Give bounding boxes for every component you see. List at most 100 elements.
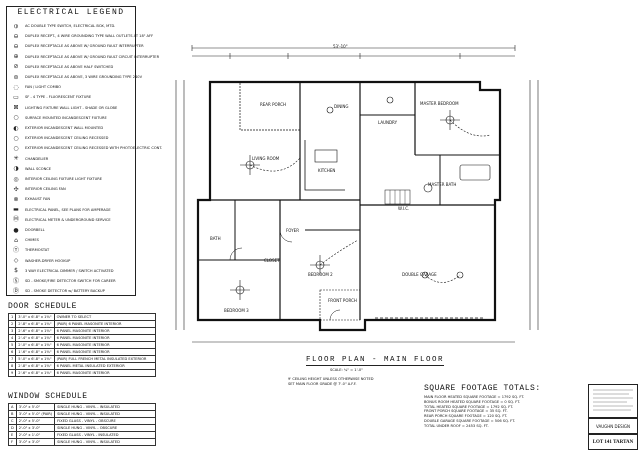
legend-item-label: SF - 4 TYPE - FLUORESCENT FIXTURE xyxy=(25,95,92,100)
pendant-light-icon: ◎ xyxy=(13,175,19,183)
legend-item-label: 3 WAY ELECTRICAL DIMMER / SWITCH ACTIVAT… xyxy=(25,268,114,273)
legend-item: ◌FAN / LIGHT COMBO xyxy=(11,84,61,91)
legend-item-label: INTERIOR CEILING FIXTURE LIGHT FIXTURE xyxy=(25,177,103,182)
legend-item-label: DOORBELL xyxy=(25,228,45,233)
room-label-master-bath: MASTER BATH xyxy=(428,182,457,187)
schedule-mark: 7 xyxy=(7,355,17,363)
schedule-description: 6 PANEL MASONITE INTERIOR xyxy=(53,348,156,356)
square-footage-line: FRONT PORCH SQUARE FOOTAGE = 35 SQ. FT. xyxy=(424,409,508,414)
square-footage-line: TOTAL HEATED SQUARE FOOTAGE = 1792 SQ. F… xyxy=(424,404,514,409)
schedule-size: 2'-8" x 6'-8" x 1⅜" xyxy=(15,362,55,370)
floor-plan-drawing xyxy=(175,45,539,343)
exterior-light-icon: ◐ xyxy=(13,124,19,132)
schedule-size: 2'-0" x 6'-8" x 1⅜" xyxy=(15,341,55,349)
legend-item: ◇WASHER-DRYER HOOKUP xyxy=(11,258,71,265)
legend-item: ▭SF - 4 TYPE - FLUORESCENT FIXTURE xyxy=(11,94,91,101)
legend-item-label: INTERIOR CEILING FAN xyxy=(25,187,66,192)
legend-item: ▬ELECTRICAL PANEL, SEE PLANS FOR AMPERAG… xyxy=(11,207,111,214)
room-label-kitchen: KITCHEN xyxy=(318,168,336,173)
room-label-double-garage: DOUBLE GARAGE xyxy=(402,272,437,277)
schedule-size: 2'-0" x 1'-0" xyxy=(15,431,56,439)
schedule-size: 2'-0" x 3'-0" xyxy=(15,424,56,432)
room-label-living-room: LIVING ROOM xyxy=(252,156,280,161)
waterproof-outlet-icon: ⊕ xyxy=(13,53,19,61)
room-label-bedroom-2: BEDROOM 2 xyxy=(308,272,333,277)
legend-title: ELECTRICAL LEGEND xyxy=(17,8,125,17)
title-block-notes-lines xyxy=(593,389,633,411)
legend-item: ⊜DUPLEX RECEPTACLE AS ABOVE, 3 WIRE GROU… xyxy=(11,74,142,81)
schedule-mark: 9 xyxy=(7,369,17,377)
legend-item: ⊘DUPLEX RECEPTACLE AS ABOVE HALF SWITCHE… xyxy=(11,64,113,71)
wall-sconce-icon: ◑ xyxy=(13,165,19,173)
battery-icon: Ⓓ xyxy=(12,287,19,295)
room-label-wic: W.I.C. xyxy=(398,206,410,211)
legend-item: ⊖DUPLEX RECEPT., 4 WIRE GROUNDING TYPE W… xyxy=(11,33,153,40)
chandelier-icon: ✳ xyxy=(13,155,19,163)
room-label-bedroom-3: BEDROOM 3 xyxy=(224,308,249,313)
legend-item: ○EXTERIOR INCANDESCENT CEILING RECESSED xyxy=(11,135,108,142)
schedule-description: 6 PANEL MASONITE INTERIOR xyxy=(53,327,156,335)
legend-item: ⊕ DUPLEX RECEPTACLE AS ABOVE W/ GROUND FA… xyxy=(11,54,159,61)
legend-item: ⌂CHIMES xyxy=(11,237,39,244)
light-fixture-icon: ⊠ xyxy=(13,104,19,112)
schedule-mark: C xyxy=(8,417,17,425)
legend-item: $3 WAY ELECTRICAL DIMMER / SWITCH ACTIVA… xyxy=(11,267,114,275)
legend-item: ◑WALL SCONCE xyxy=(11,166,51,173)
meter-icon: Ⓜ xyxy=(12,216,19,224)
electrical-legend: ELECTRICAL LEGEND ⦶AC DOUBLE TYPE SWITCH… xyxy=(6,6,162,296)
schedule-mark: 6 xyxy=(7,348,17,356)
legend-item-label: SURFACE MOUNTED INCANDESCENT FIXTURE xyxy=(25,115,107,120)
schedule-size: 3'-0" x 5'-0" (PAIR) xyxy=(15,410,56,418)
schedule-mark: 3 xyxy=(7,327,17,335)
chime-icon: ⌂ xyxy=(14,236,18,244)
schedule-mark: A xyxy=(8,403,17,411)
ceiling-fan-icon: ✣ xyxy=(13,185,19,193)
schedule-mark: 2 xyxy=(7,320,17,328)
schedule-description: SINGLE HUNG - VINYL - INSULATED xyxy=(54,410,157,418)
square-footage-title: SQUARE FOOTAGE TOTALS: xyxy=(424,384,541,393)
thermostat-icon: Ⓣ xyxy=(12,246,19,254)
duplex-outlet-icon: ⦶ xyxy=(13,22,19,30)
schedule-size: 3'-0" x 5'-0" xyxy=(15,403,56,411)
square-footage-line: TOTAL UNDER ROOF = 2453 SQ. FT. xyxy=(424,423,489,428)
door-schedule-title: DOOR SCHEDULE xyxy=(8,302,77,311)
plan-title: FLOOR PLAN - MAIN FLOOR xyxy=(306,356,445,366)
room-label-foyer: FOYER xyxy=(286,228,299,233)
room-label-master-bedroom: MASTER BEDROOM xyxy=(420,101,459,106)
three-way-switch-icon: $ xyxy=(14,267,18,275)
schedule-mark: 4 xyxy=(7,334,17,342)
legend-item-label: DUPLEX RECEPTACLE AS ABOVE W/ GROUND FAU… xyxy=(25,44,144,49)
schedule-size: 2'-6" x 6'-8" x 1⅜" xyxy=(15,369,55,377)
schedule-mark: D xyxy=(8,424,17,432)
title-block-lot: LOT 141 TARTAN xyxy=(588,434,638,450)
schedule-mark: E xyxy=(8,431,17,439)
legend-item-label: SD - SMOKE/FIRE DETECTOR SWITCH FOR CARE… xyxy=(25,279,116,284)
schedule-description: (PAIR) FULL FRENCH METAL INSULATED EXTER… xyxy=(53,355,156,363)
schedule-size: 2'-8" x 6'-8" x 1⅜" xyxy=(15,320,55,328)
schedule-size: 2'-6" x 6'-8" x 1⅜" xyxy=(15,327,55,335)
schedule-description: OWNER TO SELECT xyxy=(53,313,156,321)
schedule-mark: 8 xyxy=(7,362,17,370)
legend-item: ⦶AC DOUBLE TYPE SWITCH, ELECTRICAL BOX, … xyxy=(11,22,116,30)
range-outlet-icon: ⊜ xyxy=(13,73,19,81)
legend-item-label: DUPLEX RECEPTACLE AS ABOVE W/ GROUND FAU… xyxy=(25,54,160,59)
panel-icon: ▬ xyxy=(13,206,19,214)
room-label-closet: CLOSET xyxy=(264,258,280,263)
plan-note-ceiling: 9' CEILING HEIGHT UNLESS OTHERWISE NOTED xyxy=(288,377,374,381)
plan-scale: SCALE: ¼" = 1'-0" xyxy=(330,368,363,372)
legend-item: Ⓢ SD - SMOKE/FIRE DETECTOR SWITCH FOR CAR… xyxy=(11,278,116,285)
switch-icon: Ⓢ xyxy=(12,277,19,285)
legend-item: ⊠LIGHTING FIXTURE WALL LIGHT - SHADE OR … xyxy=(11,105,117,112)
schedule-mark: F xyxy=(8,438,17,446)
room-label-dining: DINING xyxy=(334,104,349,109)
